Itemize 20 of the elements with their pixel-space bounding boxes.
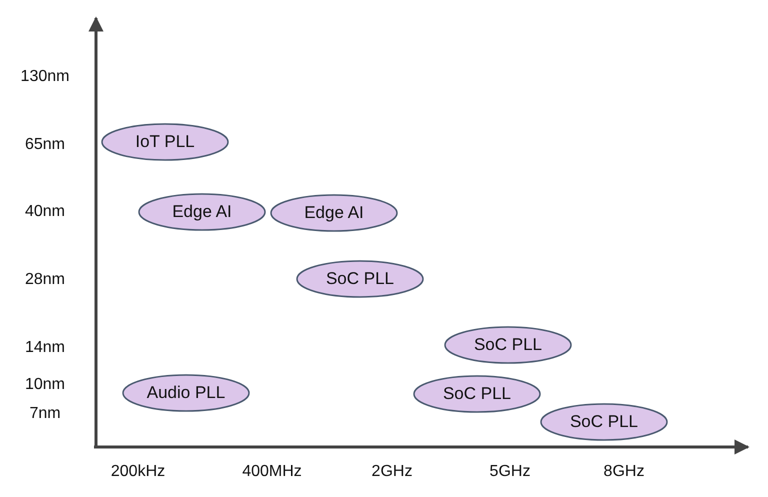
axis-tick-label: 200kHz [110,463,166,481]
axis-tick-label: 10nm [24,376,66,394]
axis-tick-label: 400MHz [242,463,302,481]
node-label: Edge AI [304,203,364,223]
axis-tick-label: 7nm [29,405,61,423]
node-label: SoC PLL [326,269,394,289]
axis-tick-label: 2GHz [372,463,412,481]
axis-tick-label: 130nm [20,68,70,86]
axis-tick-label: 40nm [24,203,66,221]
axis-tick-label: 65nm [24,136,66,154]
node-label: SoC PLL [474,335,542,355]
node-label: SoC PLL [570,412,638,432]
axis-tick-label: 5GHz [490,463,530,481]
axis-tick-label: 28nm [24,271,66,289]
node-label: SoC PLL [442,384,512,404]
node-label: IoT PLL [135,132,195,152]
axis-tick-label: 8GHz [604,463,644,481]
node-label: Audio PLL [146,383,226,403]
node-label: Edge AI [172,202,232,222]
axis-tick-label: 14nm [24,339,66,357]
